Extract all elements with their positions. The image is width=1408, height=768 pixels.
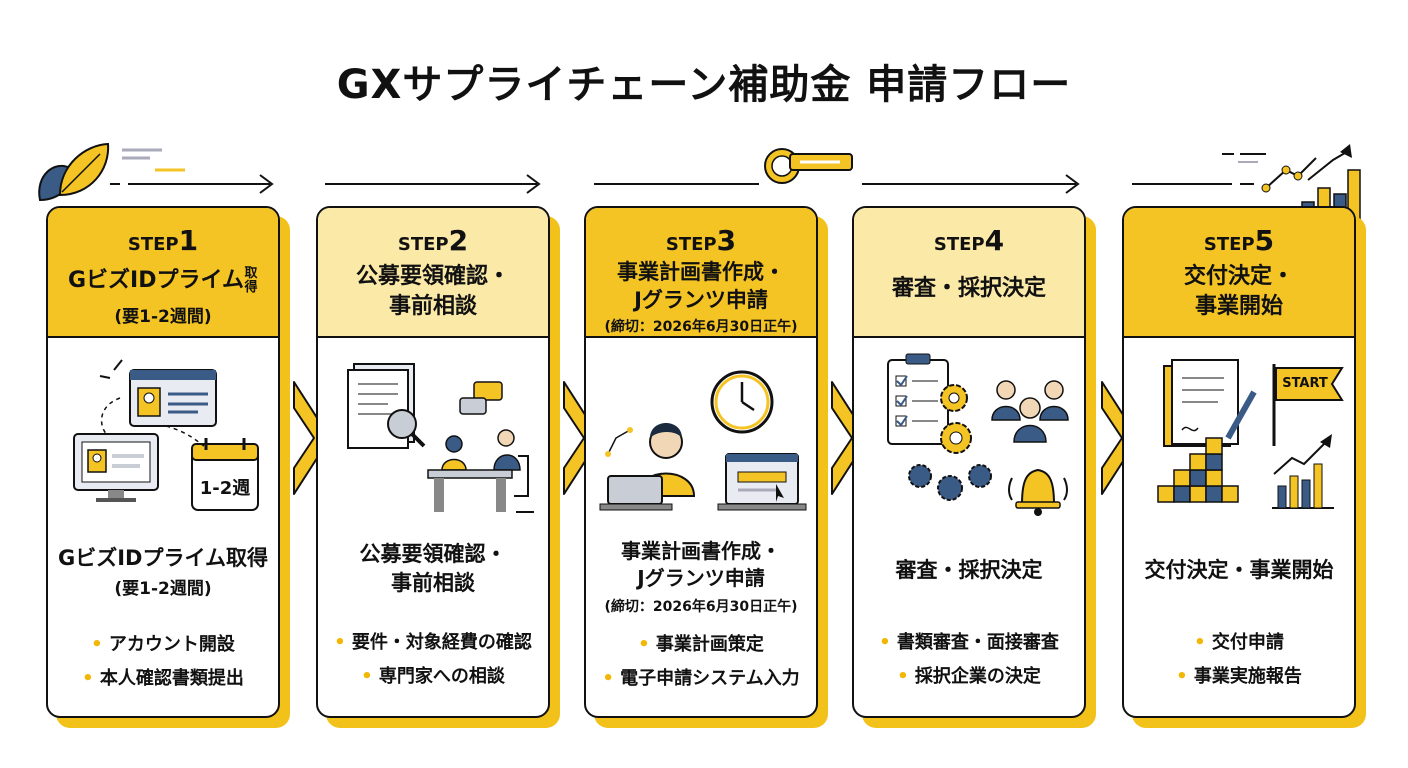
list-item: アカウント開設 xyxy=(48,628,278,662)
step-bullet-list: アカウント開設 本人確認書類提出 xyxy=(48,628,278,696)
top-arrow-icon xyxy=(110,174,274,194)
step-subtitle: (要1-2週間) xyxy=(114,307,212,327)
start-flag-label: START xyxy=(1282,376,1328,391)
list-item: 要件・対象経費の確認 xyxy=(318,626,548,660)
step-bullet-list: 書類審査・面接審査 採択企業の決定 xyxy=(854,626,1084,694)
step-card-1: STEP1 GビズIDプライム取得 (要1-2週間) 1- xyxy=(46,206,290,728)
step-header: STEP2 公募要領確認・ 事前相談 xyxy=(318,208,548,338)
step-header: STEP1 GビズIDプライム取得 (要1-2週間) xyxy=(48,208,278,338)
leaf-decoration-icon xyxy=(38,142,185,202)
step-body-title: GビズIDプライム取得 xyxy=(57,546,269,570)
step-body-title: 事業計画書作成・ Jグランツ申請 xyxy=(621,539,781,590)
list-item: 採択企業の決定 xyxy=(854,660,1084,694)
step-header: STEP4 審査・採択決定 xyxy=(854,208,1084,338)
step-title: GビズIDプライム取得 xyxy=(67,266,258,295)
step-card-5: STEP5 交付決定・ 事業開始 xyxy=(1122,206,1366,728)
step-bullet-list: 要件・対象経費の確認 専門家への相談 xyxy=(318,626,548,694)
list-item: 事業計画策定 xyxy=(586,628,816,662)
step-card-4: STEP4 審査・採択決定 審査・採択決定 書類審査・面接審査 xyxy=(852,206,1096,728)
list-item: 交付申請 xyxy=(1124,626,1354,660)
list-item: 書類審査・面接審査 xyxy=(854,626,1084,660)
step-header: STEP5 交付決定・ 事業開始 xyxy=(1124,208,1354,338)
step-title: 事業計画書作成・ Jグランツ申請 xyxy=(617,260,785,312)
step-title: 審査・採択決定 xyxy=(891,276,1046,301)
step-body-title: 公募要領確認・ 事前相談 xyxy=(359,542,507,595)
list-item: 事業実施報告 xyxy=(1124,660,1354,694)
top-arrow-icon xyxy=(862,174,1080,194)
step-subtitle: (締切：2026年6月30日正午) xyxy=(604,319,798,335)
step-body-title: 交付決定・事業開始 xyxy=(1144,558,1334,582)
step-title: 公募要領確認・ 事前相談 xyxy=(355,264,510,319)
step-bullet-list: 交付申請 事業実施報告 xyxy=(1124,626,1354,694)
step-card-2: STEP2 公募要領確認・ 事前相談 公募要領確認・ 事前相談 要件・対象経費の… xyxy=(316,206,560,728)
top-arrow-icon xyxy=(325,174,541,194)
id-card-illustration-icon xyxy=(73,359,259,511)
step-header: STEP3 事業計画書作成・ Jグランツ申請 (締切：2026年6月30日正午) xyxy=(586,208,816,338)
top-arrow-icon xyxy=(594,183,759,185)
list-item: 本人確認書類提出 xyxy=(48,662,278,696)
review-illustration-icon xyxy=(887,353,1069,516)
coin-decoration-icon xyxy=(764,148,853,184)
step-bullet-list: 事業計画策定 電子申請システム入力 xyxy=(586,628,816,696)
list-item: 電子申請システム入力 xyxy=(586,662,816,696)
step-card-3: STEP3 事業計画書作成・ Jグランツ申請 (締切：2026年6月30日正午)… xyxy=(584,206,828,728)
calendar-label: 1-2週 xyxy=(199,478,251,499)
step-title: 交付決定・ 事業開始 xyxy=(1183,264,1294,319)
project-start-illustration-icon xyxy=(1157,359,1344,509)
page-title: GXサプライチェーン補助金 申請フロー xyxy=(336,62,1072,108)
step-body-title: 審査・採択決定 xyxy=(895,558,1043,582)
top-arrow-icon xyxy=(1132,183,1254,185)
step-body-subtitle: (要1-2週間) xyxy=(114,579,212,599)
list-item: 専門家への相談 xyxy=(318,660,548,694)
consultation-illustration-icon xyxy=(347,363,534,513)
step-body-subtitle: (締切：2026年6月30日正午) xyxy=(604,599,798,615)
online-application-illustration-icon xyxy=(599,370,807,511)
